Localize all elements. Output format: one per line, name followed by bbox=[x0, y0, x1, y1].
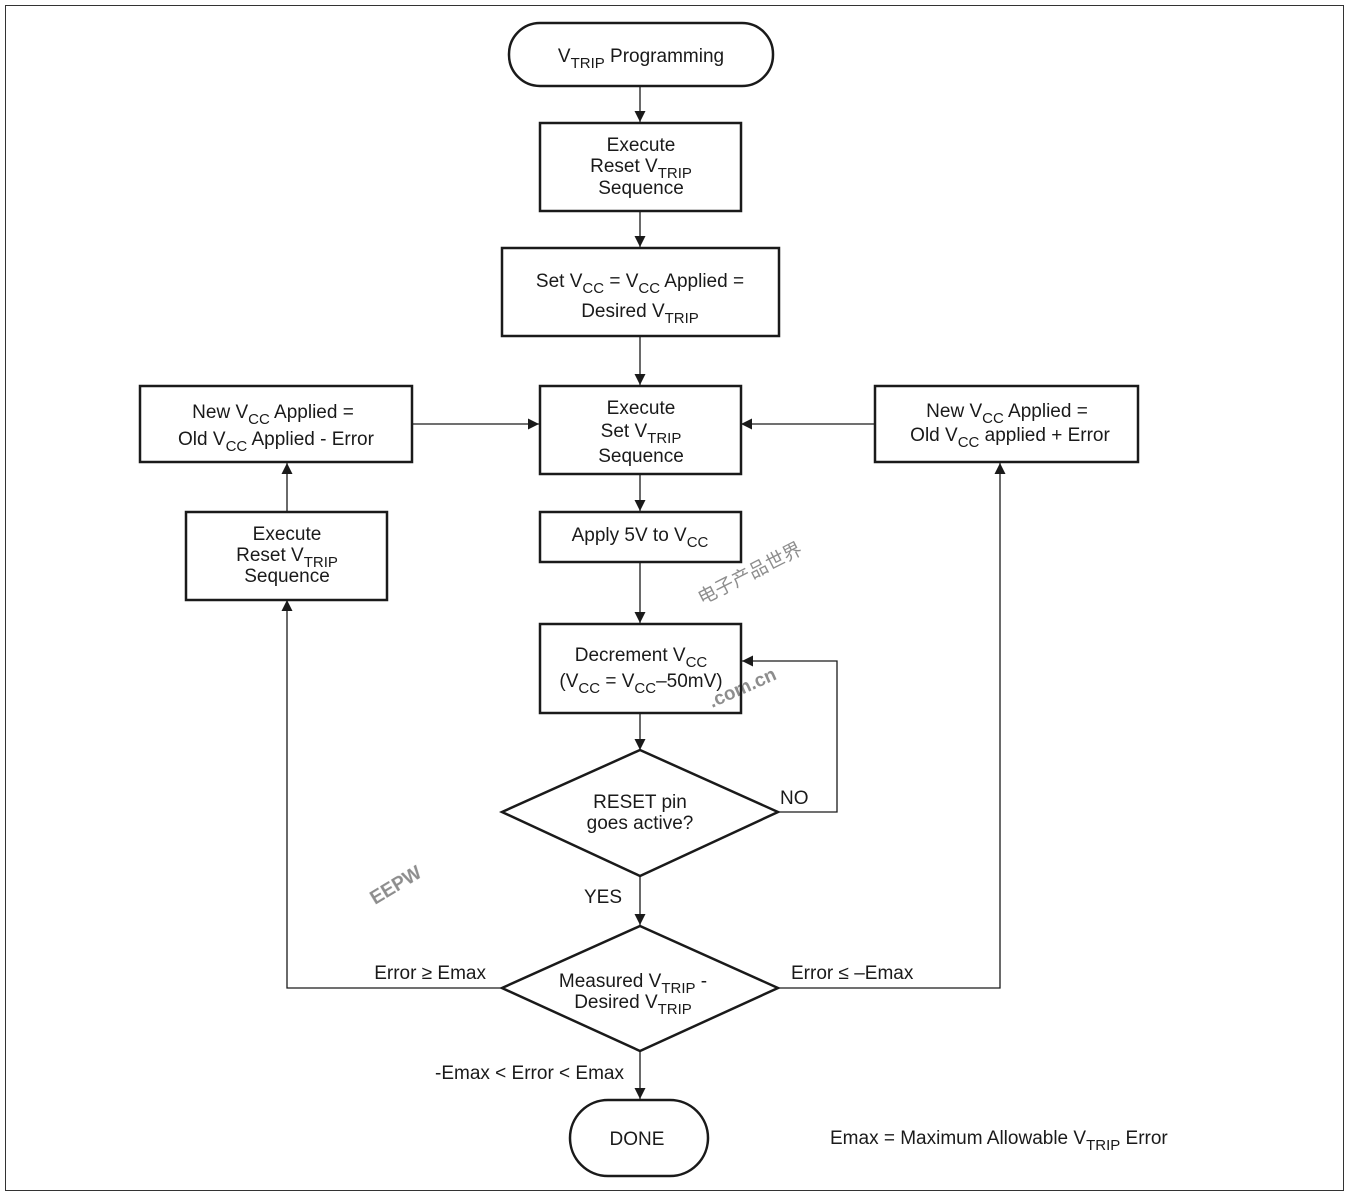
process-box bbox=[538, 622, 743, 715]
process-text-line3: Sequence bbox=[598, 178, 684, 199]
process-set-vcc: Set VCC = VCC Applied = Desired VTRIP bbox=[500, 246, 781, 338]
process-text-line1: New VCC Applied = bbox=[926, 401, 1088, 427]
process-box bbox=[500, 246, 781, 338]
process-text-line1: Execute bbox=[607, 135, 676, 156]
process-text-line1: Execute bbox=[253, 524, 322, 545]
label-error-range: -Emax < Error < Emax bbox=[435, 1063, 624, 1084]
label-error-le: Error ≤ –Emax bbox=[791, 963, 914, 984]
decision-text-line1: Measured VTRIP - bbox=[559, 971, 707, 997]
label-error-ge: Error ≥ Emax bbox=[374, 963, 486, 984]
process-apply-5v: Apply 5V to VCC bbox=[538, 510, 743, 564]
diagram-frame bbox=[5, 5, 1344, 1191]
process-text-line1: Set VCC = VCC Applied = bbox=[536, 271, 744, 297]
process-box bbox=[538, 510, 743, 564]
decision-text-line2: Desired VTRIP bbox=[574, 992, 692, 1018]
process-text-line3: Sequence bbox=[244, 566, 330, 587]
process-text: Apply 5V to VCC bbox=[572, 525, 709, 551]
process-box bbox=[538, 121, 743, 213]
process-new-vcc-minus: New VCC Applied = Old VCC Applied - Erro… bbox=[138, 384, 414, 464]
process-new-vcc-plus: New VCC Applied = Old VCC applied + Erro… bbox=[873, 384, 1140, 464]
decision-measured-error: Measured VTRIP - Desired VTRIP bbox=[498, 924, 782, 1053]
process-execute-reset-2: Execute Reset VTRIP Sequence bbox=[184, 510, 389, 602]
process-text-line3: Sequence bbox=[598, 446, 684, 467]
done-label: DONE bbox=[610, 1129, 665, 1150]
edge-error-ge bbox=[281, 600, 502, 989]
process-execute-reset-1: Execute Reset VTRIP Sequence bbox=[538, 121, 743, 213]
decision-shape bbox=[498, 748, 782, 878]
footnote-emax: Emax = Maximum Allowable VTRIP Error bbox=[830, 1128, 1168, 1154]
process-box bbox=[873, 384, 1140, 464]
connectors bbox=[281, 86, 1006, 1099]
done-terminator: DONE bbox=[568, 1098, 710, 1178]
process-text-line2: Set VTRIP bbox=[601, 421, 682, 447]
process-text-line2: (VCC = VCC–50mV) bbox=[559, 671, 722, 697]
process-text-line2: Reset VTRIP bbox=[236, 545, 338, 571]
start-terminator: VTRIP Programming bbox=[507, 21, 775, 88]
edge-no-loop bbox=[742, 655, 838, 813]
process-text-line2: Old VCC Applied - Error bbox=[178, 429, 375, 455]
decision-text-line2: goes active? bbox=[587, 813, 694, 834]
done-shape bbox=[568, 1098, 710, 1178]
watermark: EEPW .com.cn 电子产品世界 bbox=[367, 538, 806, 909]
process-text-line2: Reset VTRIP bbox=[590, 156, 692, 182]
start-label: VTRIP Programming bbox=[558, 46, 724, 72]
process-box bbox=[138, 384, 414, 464]
process-text-line1: Execute bbox=[607, 398, 676, 419]
label-no: NO bbox=[780, 788, 809, 809]
decision-text-line1: RESET pin bbox=[593, 792, 687, 813]
process-decrement-vcc: Decrement VCC (VCC = VCC–50mV) bbox=[538, 622, 743, 715]
process-text-line2: Old VCC applied + Error bbox=[910, 425, 1110, 451]
process-execute-set: Execute Set VTRIP Sequence bbox=[538, 384, 743, 476]
process-text-line1: New VCC Applied = bbox=[192, 402, 354, 428]
watermark-logo: EEPW bbox=[367, 862, 426, 909]
decision-reset-pin: RESET pin goes active? bbox=[498, 748, 782, 878]
decision-shape bbox=[498, 924, 782, 1053]
edge-error-le bbox=[778, 463, 1006, 989]
process-text-line2: Desired VTRIP bbox=[581, 301, 699, 327]
process-text-line1: Decrement VCC bbox=[575, 645, 708, 671]
process-box bbox=[184, 510, 389, 602]
start-shape bbox=[507, 21, 775, 88]
process-box bbox=[538, 384, 743, 476]
label-yes: YES bbox=[584, 887, 622, 908]
